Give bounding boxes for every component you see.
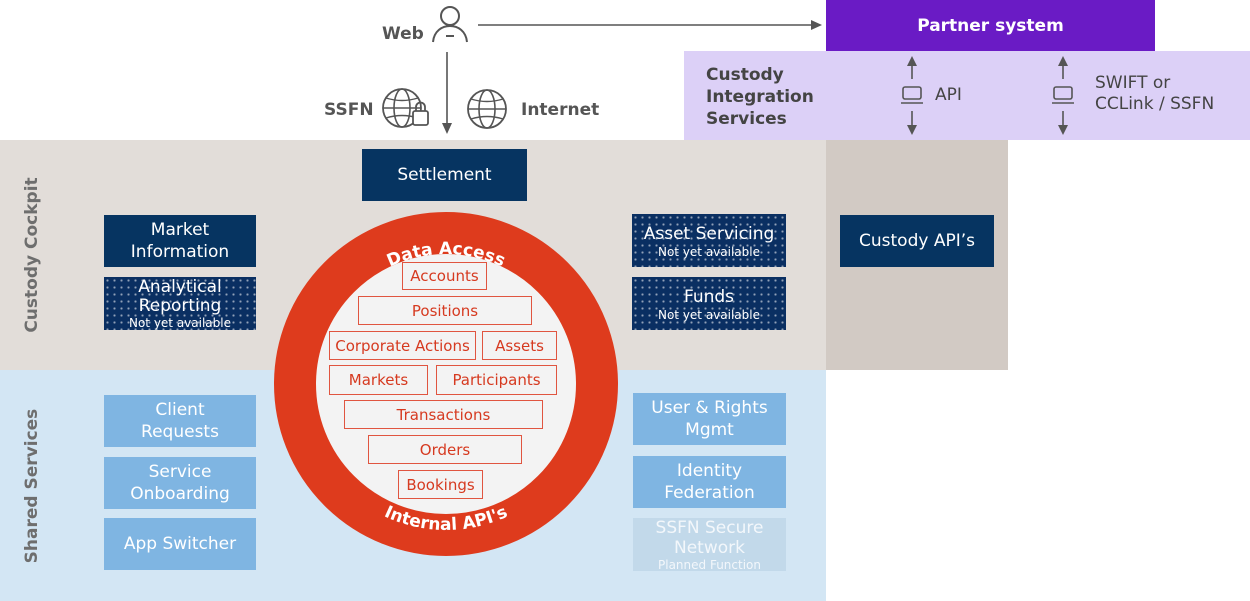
client-requests-line: Client: [155, 400, 205, 420]
corporate-actions-pill: Corporate Actions: [329, 331, 476, 360]
identity-federation-line: Federation: [664, 483, 755, 503]
user-rights-line: Mgmt: [685, 420, 734, 440]
internet-label: Internet: [521, 100, 600, 120]
funds-note: Not yet available: [657, 307, 760, 322]
market-information-line: Market: [150, 220, 210, 240]
ssfn-secure-network-box: SSFN Secure Network Planned Function: [633, 517, 786, 572]
app-switcher-label: App Switcher: [123, 534, 237, 554]
asset-servicing-box: Asset Servicing Not yet available: [632, 214, 786, 267]
analytical-reporting-line: Analytical: [138, 276, 222, 297]
globe-icon: [467, 89, 507, 129]
user-rights-line: User & Rights: [651, 398, 768, 418]
analytical-reporting-box: Analytical Reporting Not yet available: [104, 277, 256, 330]
market-information-box: Market Information: [104, 215, 256, 267]
assets-pill: Assets: [482, 331, 557, 360]
client-requests-box: Client Requests: [104, 395, 256, 447]
custody-apis-box: Custody API’s: [840, 215, 994, 267]
ssfn-label: SSFN: [324, 100, 374, 120]
partner-system-box: Partner system: [826, 0, 1155, 51]
service-onboarding-box: Service Onboarding: [104, 457, 256, 509]
swift-label-line: SWIFT or: [1095, 73, 1171, 93]
user-rights-box: User & Rights Mgmt: [633, 393, 786, 445]
market-information-line: Information: [130, 242, 230, 262]
connection-arrows: [442, 20, 822, 134]
participants-pill: Participants: [436, 365, 557, 395]
globe-lock-icon: [382, 88, 429, 128]
custody-integration-services-band: [684, 51, 1250, 140]
funds-box: Funds Not yet available: [632, 277, 786, 330]
cis-title-line: Custody: [706, 65, 784, 85]
swift-connector-icon: [1052, 56, 1074, 135]
identity-federation-box: Identity Federation: [633, 456, 786, 508]
transactions-pill: Transactions: [344, 400, 543, 429]
analytical-reporting-note: Not yet available: [128, 315, 231, 330]
api-connector-icon: [901, 56, 923, 135]
settlement-label: Settlement: [397, 165, 492, 185]
ssfn-secure-network-note: Planned Function: [658, 557, 761, 572]
swift-label: SWIFT or CCLink / SSFN: [1095, 73, 1214, 115]
custody-cockpit-label: Custody Cockpit: [22, 177, 42, 333]
settlement-box: Settlement: [362, 149, 527, 201]
service-onboarding-line: Service: [148, 462, 212, 482]
swift-label-line: CCLink / SSFN: [1095, 94, 1215, 114]
cis-title-line: Services: [706, 109, 787, 129]
ssfn-secure-network-line: Network: [674, 537, 745, 558]
cis-title: Custody Integration Services: [706, 64, 814, 130]
web-label: Web: [382, 24, 424, 44]
user-icon: [432, 6, 468, 43]
shared-services-label: Shared Services: [22, 408, 42, 564]
api-label: API: [935, 85, 962, 105]
cis-title-line: Integration: [706, 87, 814, 107]
asset-servicing-label: Asset Servicing: [643, 223, 775, 244]
identity-federation-line: Identity: [676, 461, 743, 481]
markets-pill: Markets: [329, 365, 428, 395]
bookings-pill: Bookings: [398, 470, 483, 499]
accounts-pill: Accounts: [402, 262, 487, 290]
funds-label: Funds: [683, 286, 735, 307]
ssfn-secure-network-line: SSFN Secure: [655, 517, 764, 538]
positions-pill: Positions: [358, 296, 532, 325]
service-onboarding-line: Onboarding: [130, 484, 230, 504]
orders-pill: Orders: [368, 435, 522, 464]
app-switcher-box: App Switcher: [104, 518, 256, 570]
custody-apis-label: Custody API’s: [859, 231, 975, 251]
analytical-reporting-line: Reporting: [138, 295, 222, 316]
asset-servicing-note: Not yet available: [657, 244, 760, 259]
client-requests-line: Requests: [141, 422, 219, 442]
